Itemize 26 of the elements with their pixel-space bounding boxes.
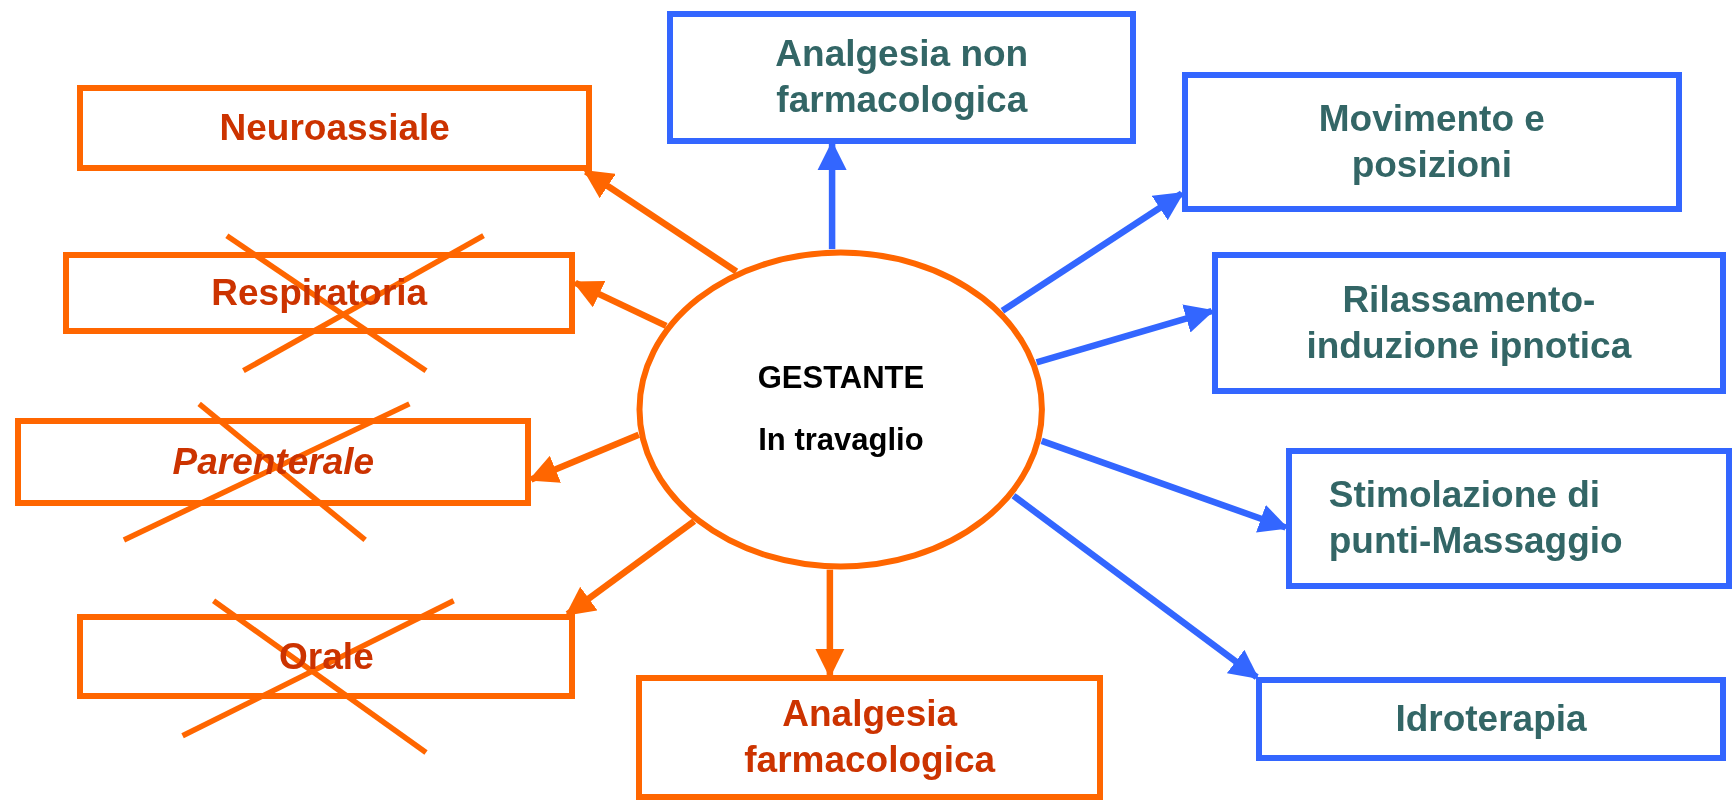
node-text: GESTANTE bbox=[757, 358, 925, 397]
arrow bbox=[572, 279, 668, 329]
arrow bbox=[1011, 493, 1260, 680]
arrow bbox=[528, 431, 641, 483]
box-label: Analgesia farmacologica bbox=[743, 692, 997, 783]
arrow bbox=[1000, 190, 1185, 314]
category-box bbox=[636, 674, 1104, 800]
method-box bbox=[667, 11, 1137, 144]
category-box bbox=[77, 614, 576, 700]
method-box bbox=[1211, 252, 1727, 394]
node-text: In travaglio bbox=[758, 421, 924, 460]
arrow bbox=[815, 569, 845, 678]
arrow bbox=[1040, 437, 1289, 533]
box-label: Analgesia non farmacologica bbox=[774, 32, 1030, 123]
method-box bbox=[1255, 677, 1727, 762]
box-label: Idroterapia bbox=[1395, 697, 1587, 742]
box-label: Rilassamento-induzione ipnotica bbox=[1305, 277, 1633, 369]
box-label: Movimento e posizioni bbox=[1317, 96, 1546, 188]
box-label: Stimolazione di punti-Massaggio bbox=[1328, 473, 1624, 564]
category-box bbox=[77, 85, 592, 172]
arrow bbox=[583, 168, 739, 275]
box-label: Neuroassiale bbox=[219, 106, 450, 151]
method-box bbox=[1285, 448, 1732, 589]
arrow bbox=[1035, 304, 1215, 366]
arrow bbox=[565, 518, 697, 617]
method-box bbox=[1181, 71, 1682, 213]
